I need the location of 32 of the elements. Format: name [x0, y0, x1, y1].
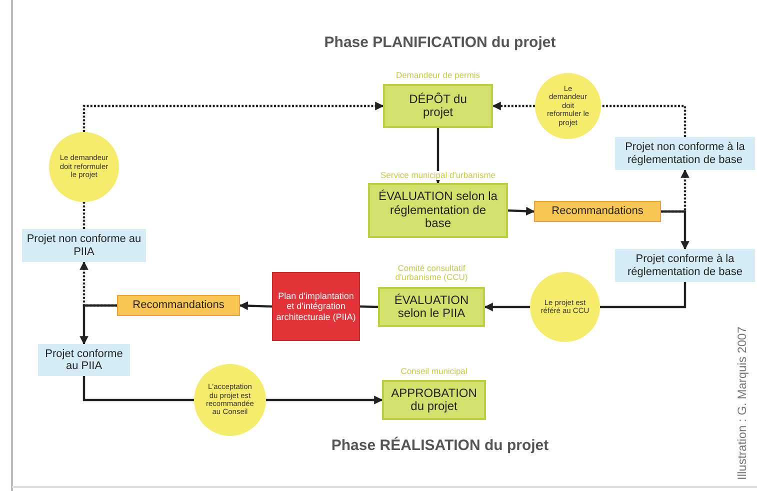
arrow	[80, 304, 117, 345]
arrow	[239, 301, 272, 310]
result-box	[38, 344, 130, 376]
node-text: Projet conforme à la réglementation de base	[626, 253, 744, 278]
node-text: Projet non conforme au PIIA	[26, 233, 142, 258]
recommendation-box	[534, 201, 661, 222]
arrow	[266, 396, 383, 404]
node-text: DÉPÔT du projet	[408, 92, 468, 120]
node-text: Projet conforme au PIIA	[44, 348, 124, 372]
node-text: Recommandations	[132, 299, 224, 312]
node-text: ÉVALUATION selon le PIIA	[393, 294, 470, 320]
result-box	[615, 249, 755, 282]
node-text: Plan d'implantation et d'intégration architecturale (PIIA)	[276, 291, 356, 322]
arrow	[661, 210, 690, 250]
actor-label: Service municipal d'urbanisme	[378, 171, 498, 180]
arrow	[508, 206, 535, 216]
plan-box	[272, 272, 360, 341]
phase-title: Phase PLANIFICATION du projet	[323, 34, 557, 51]
actor-label: Conseil municipal	[398, 367, 470, 376]
node-text: APPROBATION du projet	[391, 386, 477, 414]
actor-label: Demandeur de permis	[394, 71, 482, 80]
arrow	[82, 102, 384, 132]
node-text: ÉVALUATION selon la réglementation de base	[378, 190, 498, 231]
result-box	[615, 137, 755, 170]
arrow	[492, 102, 535, 110]
credit-text: Illustration : G. Marquis 2007	[735, 326, 749, 480]
arrow	[484, 302, 530, 312]
node-text: Projet non conforme à la réglementation de base	[624, 141, 746, 166]
arrow	[434, 128, 442, 184]
recommendation-box	[117, 295, 240, 316]
phase-title: Phase RÉALISATION du projet	[330, 437, 550, 454]
node-text: Recommandations	[552, 205, 644, 218]
